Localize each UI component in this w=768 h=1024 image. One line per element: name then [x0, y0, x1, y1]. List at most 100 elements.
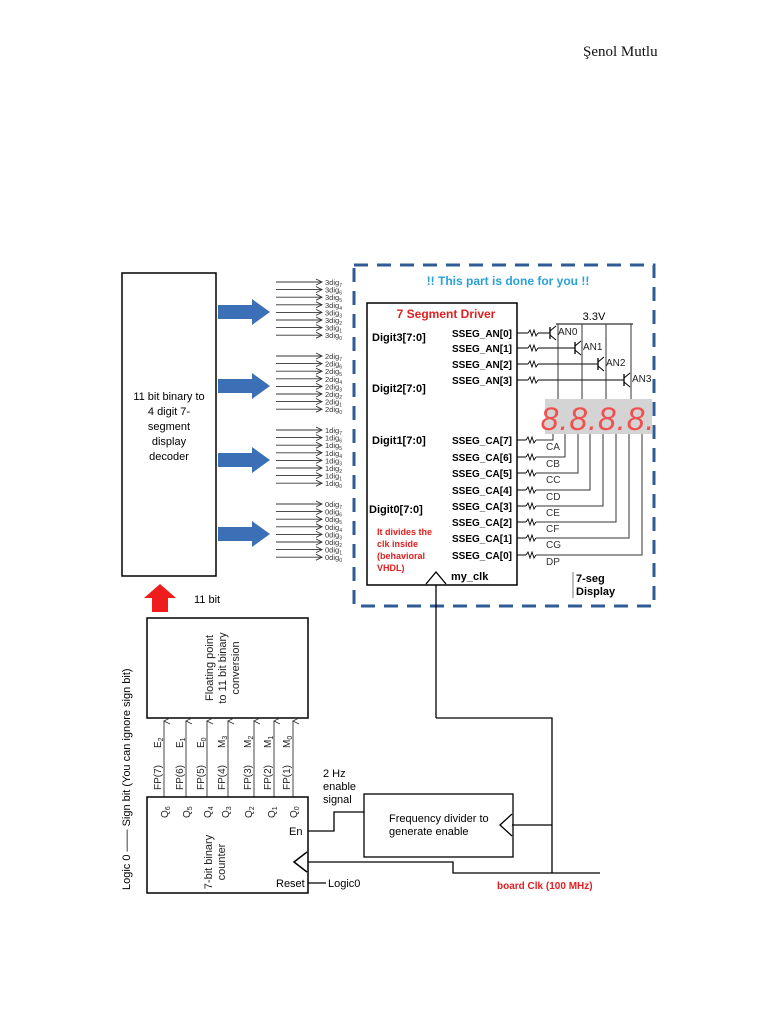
transistor-icon: AN2	[597, 356, 626, 372]
bus-signal-label: 1dig6	[325, 434, 342, 445]
cathode-output-label: SSEG_CA[5]	[452, 469, 512, 480]
anode-output-label: SSEG_AN[0]	[452, 329, 512, 340]
seven-segment-display	[545, 399, 652, 434]
provided-section: !! This part is done for you !! 7 Segmen…	[352, 263, 656, 608]
bus-signal-label: 0dig3	[325, 530, 342, 541]
converter-block: Floating pointto 11 bit binaryconversion	[146, 617, 309, 719]
label-line: 4 digit 7-	[148, 406, 191, 418]
label-line: clk inside	[377, 539, 418, 549]
fp-bit-label: FP(1)	[282, 765, 293, 790]
label-line: counter	[216, 843, 228, 880]
enable-signal-line-1: 2 Hz	[323, 768, 346, 780]
bus-signal-label: 0dig1	[325, 546, 342, 557]
segment-line-label: CA	[546, 442, 560, 453]
counter-label: 7-bit binarycounter	[203, 834, 228, 889]
counter-output-label: Q0	[289, 806, 301, 818]
provided-section-border	[352, 263, 656, 608]
segment-line-label: CD	[546, 492, 560, 503]
label-line: conversion	[230, 641, 242, 694]
label-line: segment	[148, 421, 190, 433]
segment-line-label: CC	[546, 475, 560, 486]
counter-output-label: Q5	[182, 806, 194, 818]
cathode-output-label: SSEG_CA[6]	[452, 453, 512, 464]
bus-signal-label: 1dig1	[325, 472, 342, 483]
enable-signal: 2 Hz enable signal	[308, 768, 364, 832]
bus-signal-label: 1dig4	[325, 449, 342, 460]
bus-signal-label: 3dig1	[325, 324, 342, 335]
bus-signal-label: 2dig2	[325, 390, 342, 401]
cathode-output-label: SSEG_CA[7]	[452, 436, 512, 447]
bus-signal-label: 2dig4	[325, 375, 342, 386]
bus-signal-label: 2dig7	[325, 352, 342, 363]
counter-clock-triangle	[292, 851, 308, 873]
fp-bit-label: FP(7)	[153, 765, 164, 790]
bus-width-label: 11 bit	[194, 594, 220, 606]
driver-title: 7 Segment Driver	[397, 307, 496, 321]
transistor-label: AN1	[583, 342, 603, 353]
cathode-output-label: SSEG_CA[0]	[452, 551, 512, 562]
bus-signal-label: 1dig2	[325, 464, 342, 475]
display-readout: 8.8.8.8.	[541, 401, 656, 437]
author-name: Şenol Mutlu	[583, 44, 658, 60]
cathode-output-label: SSEG_CA[2]	[452, 518, 512, 529]
enable-signal-line-3: signal	[323, 794, 352, 806]
fp-field-label: M1	[263, 736, 275, 748]
seven-segment-driver-block	[366, 302, 518, 586]
cathode-output-label: SSEG_CA[1]	[452, 534, 512, 545]
block-arrow-icon	[218, 447, 270, 473]
cathode-outputs: SSEG_CA[7] SSEG_CA[6] SSEG_CA[5] SSEG_CA[4]…	[452, 435, 537, 562]
bus-signal-label: 3dig0	[325, 331, 342, 342]
input-digit2: Digit2[7:0]	[372, 383, 426, 395]
segment-line-label: CE	[546, 508, 560, 519]
counter-output-label: Q2	[244, 806, 256, 818]
block-arrow-icon	[218, 373, 270, 399]
fp-bit-label: FP(6)	[175, 765, 186, 790]
clock-wiring: board Clk (100 MHz)	[308, 585, 600, 892]
bus-signal-label: 2dig6	[325, 360, 342, 371]
board-clock-label: board Clk (100 MHz)	[497, 881, 593, 892]
clock-input-triangle	[425, 570, 447, 585]
label-line: 11 bit binary to	[133, 391, 204, 403]
red-up-arrow-icon	[144, 584, 176, 612]
svg-text:Floating pointto 11 bit binary: Floating pointto 11 bit binaryconversion	[204, 632, 242, 704]
freq-divider-line-1: Frequency divider to	[389, 813, 489, 825]
counter-output-label: Q4	[203, 806, 215, 818]
sign-bit-label: Logic 0 —— Sign bit (You can ignore sign…	[121, 668, 133, 890]
bus-signal-label: 3dig2	[325, 316, 342, 327]
segment-line-label: CB	[546, 459, 560, 470]
freq-divider-line-2: generate enable	[389, 826, 469, 838]
bus-signal-label: 2dig3	[325, 382, 342, 393]
input-digit1: Digit1[7:0]	[372, 435, 426, 447]
transistor-icon: AN1	[574, 340, 603, 356]
label-line: 7-bit binary	[203, 834, 215, 889]
anode-output-label: SSEG_AN[3]	[452, 376, 512, 387]
cathode-output-label: SSEG_CA[4]	[452, 486, 512, 497]
provided-banner: !! This part is done for you !!	[427, 274, 590, 288]
bus-signal-label: 1dig3	[325, 456, 342, 467]
counter-output-label: Q1	[267, 806, 279, 818]
enable-port: En	[289, 826, 302, 838]
bus-signal-label: 3dig3	[325, 308, 342, 319]
reset-value: Logic0	[328, 878, 360, 890]
input-digit3: Digit3[7:0]	[372, 332, 426, 344]
block-arrows	[218, 299, 270, 547]
transistor-label: AN2	[606, 358, 626, 369]
fp-field-label: E2	[153, 737, 165, 748]
converter-label: Floating pointto 11 bit binaryconversion	[204, 632, 242, 704]
bus-signal-label: 0dig0	[325, 553, 342, 564]
bus-signal-label: 3dig7	[325, 278, 342, 289]
transistor-icon: AN3	[623, 372, 652, 388]
bus-signal-label: 0dig6	[325, 508, 342, 519]
fp-signals: FP(7)E2FP(6)E1FP(5)E0FP(4)M3FP(3)M2FP(2)…	[153, 717, 300, 797]
transistor-label: AN3	[632, 374, 652, 385]
fp-field-label: M3	[217, 736, 229, 748]
segment-line-label: CF	[546, 524, 559, 535]
enable-signal-line-2: enable	[323, 781, 356, 793]
label-line: Floating point	[204, 635, 216, 701]
fp-field-label: M2	[243, 736, 255, 748]
fp-bit-label: FP(5)	[196, 765, 207, 790]
counter-output-label: Q3	[221, 806, 233, 818]
label-line: It divides the	[377, 527, 432, 537]
